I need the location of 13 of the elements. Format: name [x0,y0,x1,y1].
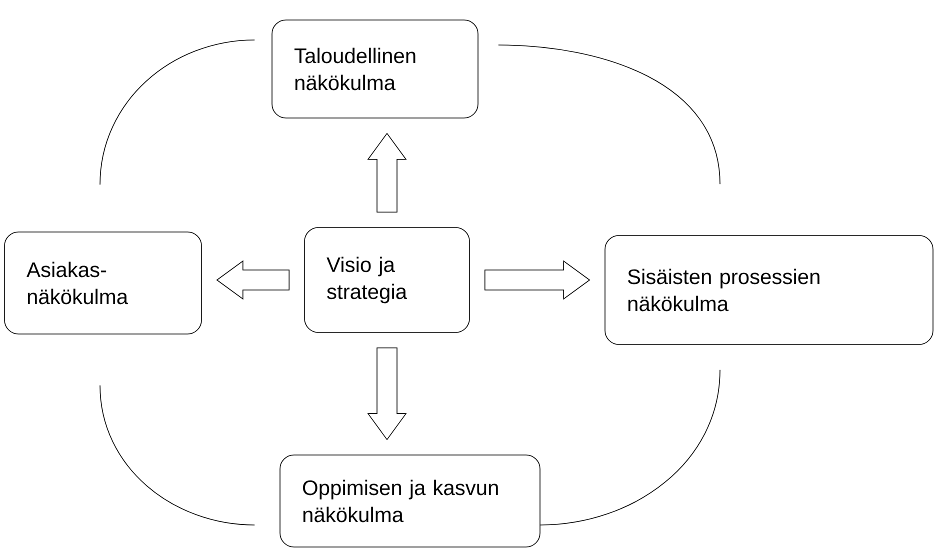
block-arrow [367,132,407,212]
block-arrow [216,260,290,300]
arc-line [100,40,256,185]
rounded-box: Visio ja strategia [304,227,470,333]
block-arrow [484,260,590,300]
rounded-box: Asiakas- näkökulma [4,232,202,334]
arc-line [100,385,256,526]
block-arrow [367,347,407,440]
rounded-box: Oppimisen ja kasvun näkökulma [280,454,540,548]
arc-line [498,44,720,184]
rounded-box: Sisäisten prosessien näkökulma [604,235,934,345]
arc-line [540,369,720,526]
rounded-box: Taloudellinen näkökulma [272,20,478,118]
